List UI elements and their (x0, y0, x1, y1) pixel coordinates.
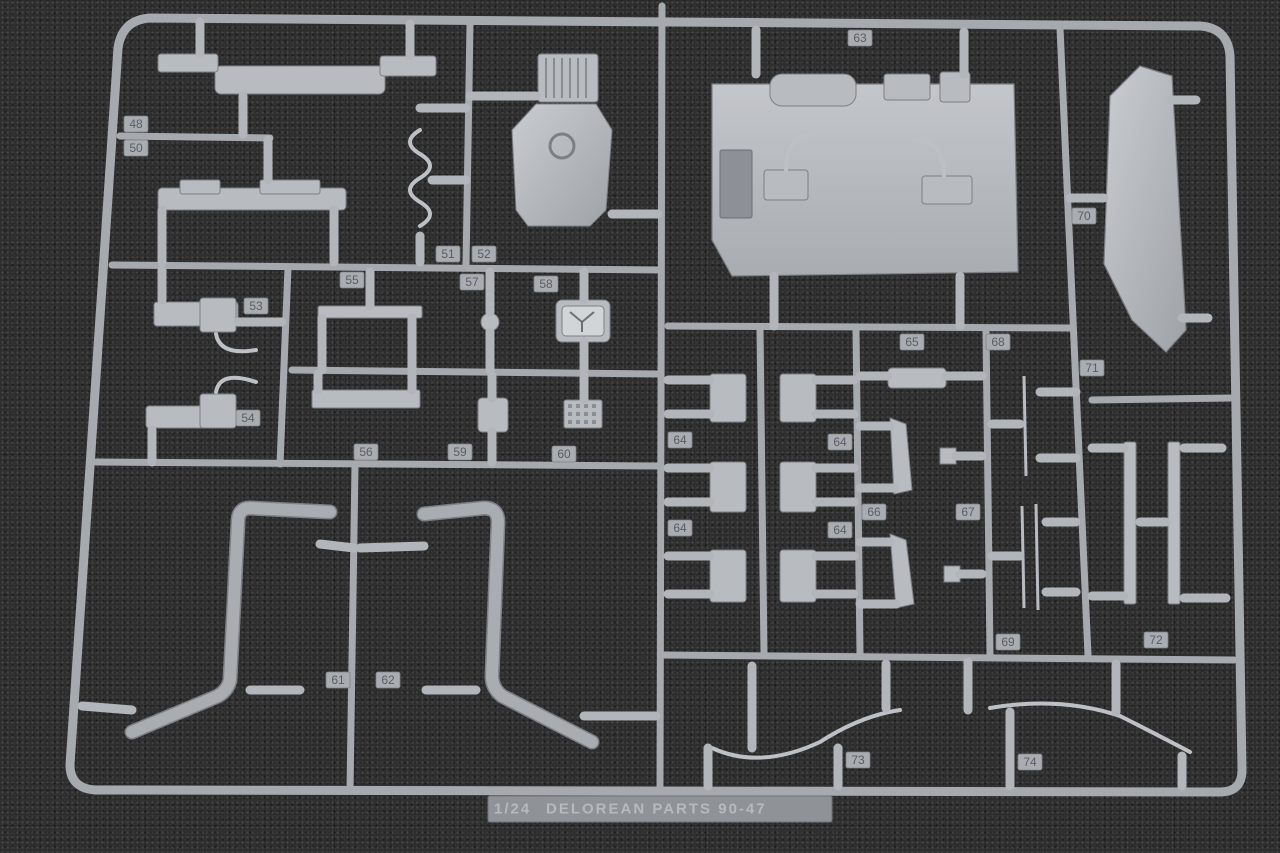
part-number-48: 48 (123, 115, 149, 133)
part-number-tabs: 48 50 51 52 53 54 55 56 57 58 59 60 61 6… (123, 29, 1169, 771)
svg-text:64: 64 (673, 433, 687, 447)
svg-text:48: 48 (129, 117, 143, 131)
part-number-59: 59 (447, 443, 473, 461)
part-knob (480, 267, 500, 375)
part-number-67: 67 (955, 503, 981, 521)
svg-text:51: 51 (441, 247, 455, 261)
svg-text:62: 62 (381, 673, 395, 687)
part-number-58: 58 (533, 275, 559, 293)
part-number-69: 69 (995, 633, 1021, 651)
part-exhaust-pipe-left (77, 500, 359, 740)
part-number-65: 65 (899, 333, 925, 351)
part-number-55: 55 (339, 271, 365, 289)
svg-text:63: 63 (853, 31, 867, 45)
svg-text:73: 73 (851, 753, 865, 767)
svg-text:74: 74 (1023, 755, 1037, 769)
part-cable-74 (963, 657, 1192, 791)
svg-text:64: 64 (833, 435, 847, 449)
part-comb-rail (317, 267, 423, 375)
part-number-54: 54 (235, 409, 261, 427)
part-number-74: 74 (1017, 753, 1043, 771)
part-number-53: 53 (243, 297, 269, 315)
part-grille-block (563, 371, 603, 429)
part-number-72: 72 (1143, 631, 1169, 649)
kit-plate-label: DELOREAN PARTS 90-47 (546, 801, 767, 818)
svg-text:67: 67 (961, 505, 975, 519)
part-cable-73 (703, 659, 902, 791)
part-number-60: 60 (551, 445, 577, 463)
svg-text:54: 54 (241, 411, 255, 425)
part-number-66: 66 (861, 503, 887, 521)
part-coil-spring (408, 103, 471, 267)
svg-text:69: 69 (1001, 635, 1015, 649)
part-number-68: 68 (985, 333, 1011, 351)
svg-text:58: 58 (539, 277, 553, 291)
svg-text:64: 64 (673, 521, 687, 535)
svg-text:59: 59 (453, 445, 467, 459)
part-number-73: 73 (845, 751, 871, 769)
sprue-frame (65, 13, 1247, 797)
kit-scale-label: 1/24 (494, 801, 531, 818)
part-undertray (1065, 65, 1213, 353)
svg-text:72: 72 (1149, 633, 1163, 647)
svg-text:65: 65 (905, 335, 919, 349)
svg-text:53: 53 (249, 299, 263, 313)
part-number-64d: 64 (827, 521, 853, 539)
svg-text:71: 71 (1085, 361, 1099, 375)
part-seat-back (465, 53, 663, 227)
part-gauge-frame (555, 267, 611, 375)
part-number-63: 63 (847, 29, 873, 47)
svg-text:50: 50 (129, 141, 143, 155)
part-number-62: 62 (375, 671, 401, 689)
part-gearbox-lower (145, 375, 258, 467)
kit-nameplate: 1/24 DELOREAN PARTS 90-47 (487, 795, 833, 823)
part-gearbox-upper (153, 265, 287, 354)
part-number-56: 56 (353, 443, 379, 461)
part-dash-strip (311, 369, 421, 409)
part-seat-brackets (663, 373, 859, 603)
part-number-52: 52 (471, 245, 497, 263)
part-number-61a: 61 (325, 671, 351, 689)
svg-text:60: 60 (557, 447, 571, 461)
part-number-70: 70 (1071, 207, 1097, 225)
part-floor-rail (157, 17, 437, 139)
part-number-71: 71 (1079, 359, 1105, 377)
part-number-50: 50 (123, 139, 149, 157)
part-number-51: 51 (435, 245, 461, 263)
svg-text:55: 55 (345, 273, 359, 287)
svg-text:64: 64 (833, 523, 847, 537)
svg-text:66: 66 (867, 505, 881, 519)
part-number-64b: 64 (827, 433, 853, 451)
svg-text:52: 52 (477, 247, 491, 261)
part-hinges (855, 367, 987, 609)
part-exhaust-pipe-right (355, 500, 661, 750)
part-number-64a: 64 (667, 431, 693, 449)
svg-text:70: 70 (1077, 209, 1091, 223)
svg-text:61: 61 (331, 673, 345, 687)
part-cylinder (477, 371, 509, 467)
svg-text:56: 56 (359, 445, 373, 459)
svg-text:68: 68 (991, 335, 1005, 349)
part-number-64c: 64 (667, 519, 693, 537)
part-thin-rods (987, 375, 1231, 611)
runner-grid (92, 2, 1238, 796)
part-number-57: 57 (459, 273, 485, 291)
part-engine-cover (711, 25, 1019, 331)
svg-text:57: 57 (465, 275, 479, 289)
part-exhaust-bracket (157, 135, 347, 267)
